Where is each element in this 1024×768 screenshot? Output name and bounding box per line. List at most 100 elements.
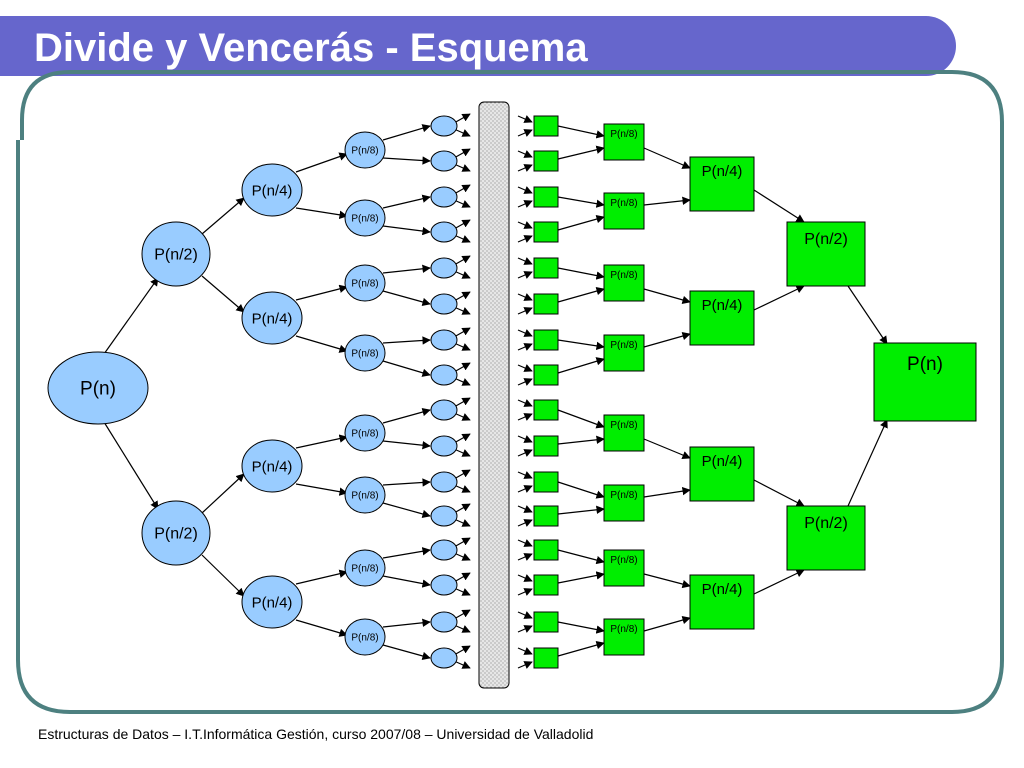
arrow-eighth-to-leaf [382, 407, 431, 424]
divide-leaf-node [430, 115, 458, 137]
arrow-into-leaf-box [517, 271, 533, 279]
divide-node-quarter-label: P(n/4) [252, 594, 293, 611]
nodes-layer: P(n) P(n/2) P(n/2) P(n/4) P(n/4) P(n/4) P(n/4)… [47, 101, 977, 689]
combine-node-half: P(n/2) [786, 221, 866, 287]
arrow-into-leaf-box [517, 625, 533, 633]
divide-node-eighth: P(n/8) [344, 199, 386, 237]
arrow-into-leaf-box [517, 505, 533, 513]
arrow-half-to-quarter [201, 473, 245, 514]
title-bar [0, 16, 956, 76]
arrow-into-leaf-box [517, 413, 533, 421]
arrow-quarter-to-eighth [295, 434, 348, 449]
combine-node-eighth: P(n/8) [603, 123, 645, 161]
arrows-layer [103, 113, 888, 669]
arrow-half-to-quarter [201, 197, 245, 235]
solve-bar [478, 101, 510, 689]
combine-node-eighth-label: P(n/8) [610, 270, 637, 281]
arrow-into-leaf-box [517, 435, 533, 443]
arrow-leaf-out [453, 448, 471, 457]
arrow-quarter-to-eighth [295, 207, 348, 219]
arrow-into-leaf-box [517, 150, 533, 158]
divide-leaf-node [430, 505, 458, 527]
arrow-leaf-out [453, 484, 471, 493]
combine-node-eighth: P(n/8) [603, 484, 645, 522]
divide-node-quarter: P(n/4) [241, 575, 303, 629]
arrow-leaf-out [453, 306, 471, 315]
combine-leaf-box [533, 115, 559, 137]
combine-node-eighth: P(n/8) [603, 264, 645, 302]
divide-leaf-node [430, 329, 458, 351]
combine-leaf-box [533, 257, 559, 279]
arrow-into-leaf-box [517, 115, 533, 123]
arrow-eighth-to-leaf [382, 336, 431, 345]
arrow-eighth-to-leaf [382, 478, 431, 487]
combine-node-eighth: P(n/8) [603, 334, 645, 372]
divide-node-quarter: P(n/4) [241, 163, 303, 217]
arrow-eighth-to-leaf [382, 618, 431, 628]
divide-node-eighth-label: P(n/8) [351, 564, 378, 575]
arrow-into-leaf-box [517, 378, 533, 386]
arrow-leaf-out [453, 199, 471, 208]
arrow-leaf-to-eighth [557, 287, 605, 303]
combine-node-quarter-label: P(n/4) [702, 297, 743, 314]
arrow-eighth-to-quarter [643, 332, 691, 348]
combine-node-root-label: P(n) [907, 354, 943, 375]
arrow-into-leaf-box [517, 574, 533, 582]
arrow-half-to-quarter [201, 554, 245, 597]
arrow-leaf-to-eighth [557, 571, 605, 584]
combine-node-half-label: P(n/2) [804, 231, 848, 248]
arrow-leaf-to-eighth [557, 481, 605, 499]
arrow-into-leaf-box [517, 343, 533, 351]
divide-node-eighth: P(n/8) [344, 414, 386, 452]
combine-node-quarter: P(n/4) [689, 290, 755, 346]
combine-node-quarter-label: P(n/4) [702, 163, 743, 180]
combine-node-eighth-label: P(n/8) [610, 420, 637, 431]
arrow-leaf-to-eighth [557, 339, 605, 351]
arrow-eighth-to-quarter [643, 486, 691, 498]
arrow-quarter-to-half [753, 569, 805, 595]
combine-leaf-box [533, 435, 559, 457]
combine-leaf-box [533, 647, 559, 669]
combine-node-eighth: P(n/8) [603, 414, 645, 452]
arrow-leaf-out [453, 609, 471, 620]
combine-node-half-label: P(n/2) [804, 515, 848, 532]
divide-node-eighth: P(n/8) [344, 476, 386, 514]
divide-node-eighth-label: P(n/8) [351, 491, 378, 502]
arrow-into-leaf-box [517, 307, 533, 315]
arrow-quarter-to-eighth [295, 284, 348, 301]
arrow-leaf-to-eighth [557, 409, 605, 429]
content-frame [16, 70, 1004, 714]
arrow-into-leaf-box [517, 661, 533, 669]
arrow-eighth-to-leaf [382, 225, 431, 236]
divide-node-root-label: P(n) [80, 379, 116, 400]
divide-node-half-label: P(n/2) [154, 526, 198, 543]
arrow-leaf-out [453, 291, 471, 302]
arrow-leaf-out [453, 163, 471, 172]
arrow-quarter-to-half [753, 189, 805, 223]
divide-leaf-node [430, 539, 458, 561]
arrow-root-to-half [103, 421, 159, 510]
arrow-half-to-root [847, 285, 888, 345]
divide-leaf-node [430, 611, 458, 633]
arrow-eighth-to-leaf [382, 502, 431, 519]
arrow-leaf-to-eighth [557, 267, 605, 280]
arrow-into-leaf-box [517, 519, 533, 527]
arrow-into-leaf-box [517, 257, 533, 265]
arrow-into-leaf-box [517, 164, 533, 172]
arrow-eighth-to-quarter [643, 616, 691, 632]
arrow-into-leaf-box [517, 485, 533, 493]
arrow-into-leaf-box [517, 129, 533, 137]
divide-leaf-node [430, 293, 458, 315]
arrow-eighth-to-leaf [382, 156, 431, 165]
divide-node-eighth-label: P(n/8) [351, 146, 378, 157]
divide-leaf-node [430, 186, 458, 208]
arrow-eighth-to-quarter [643, 288, 691, 304]
slide-footer: Estructuras de Datos – I.T.Informática G… [38, 726, 594, 742]
combine-leaf-box [533, 329, 559, 351]
divide-leaf-node [430, 221, 458, 243]
divide-node-eighth: P(n/8) [344, 618, 386, 656]
divide-leaf-node [430, 150, 458, 172]
combine-node-eighth: P(n/8) [603, 549, 645, 587]
arrow-leaf-out [453, 624, 471, 633]
